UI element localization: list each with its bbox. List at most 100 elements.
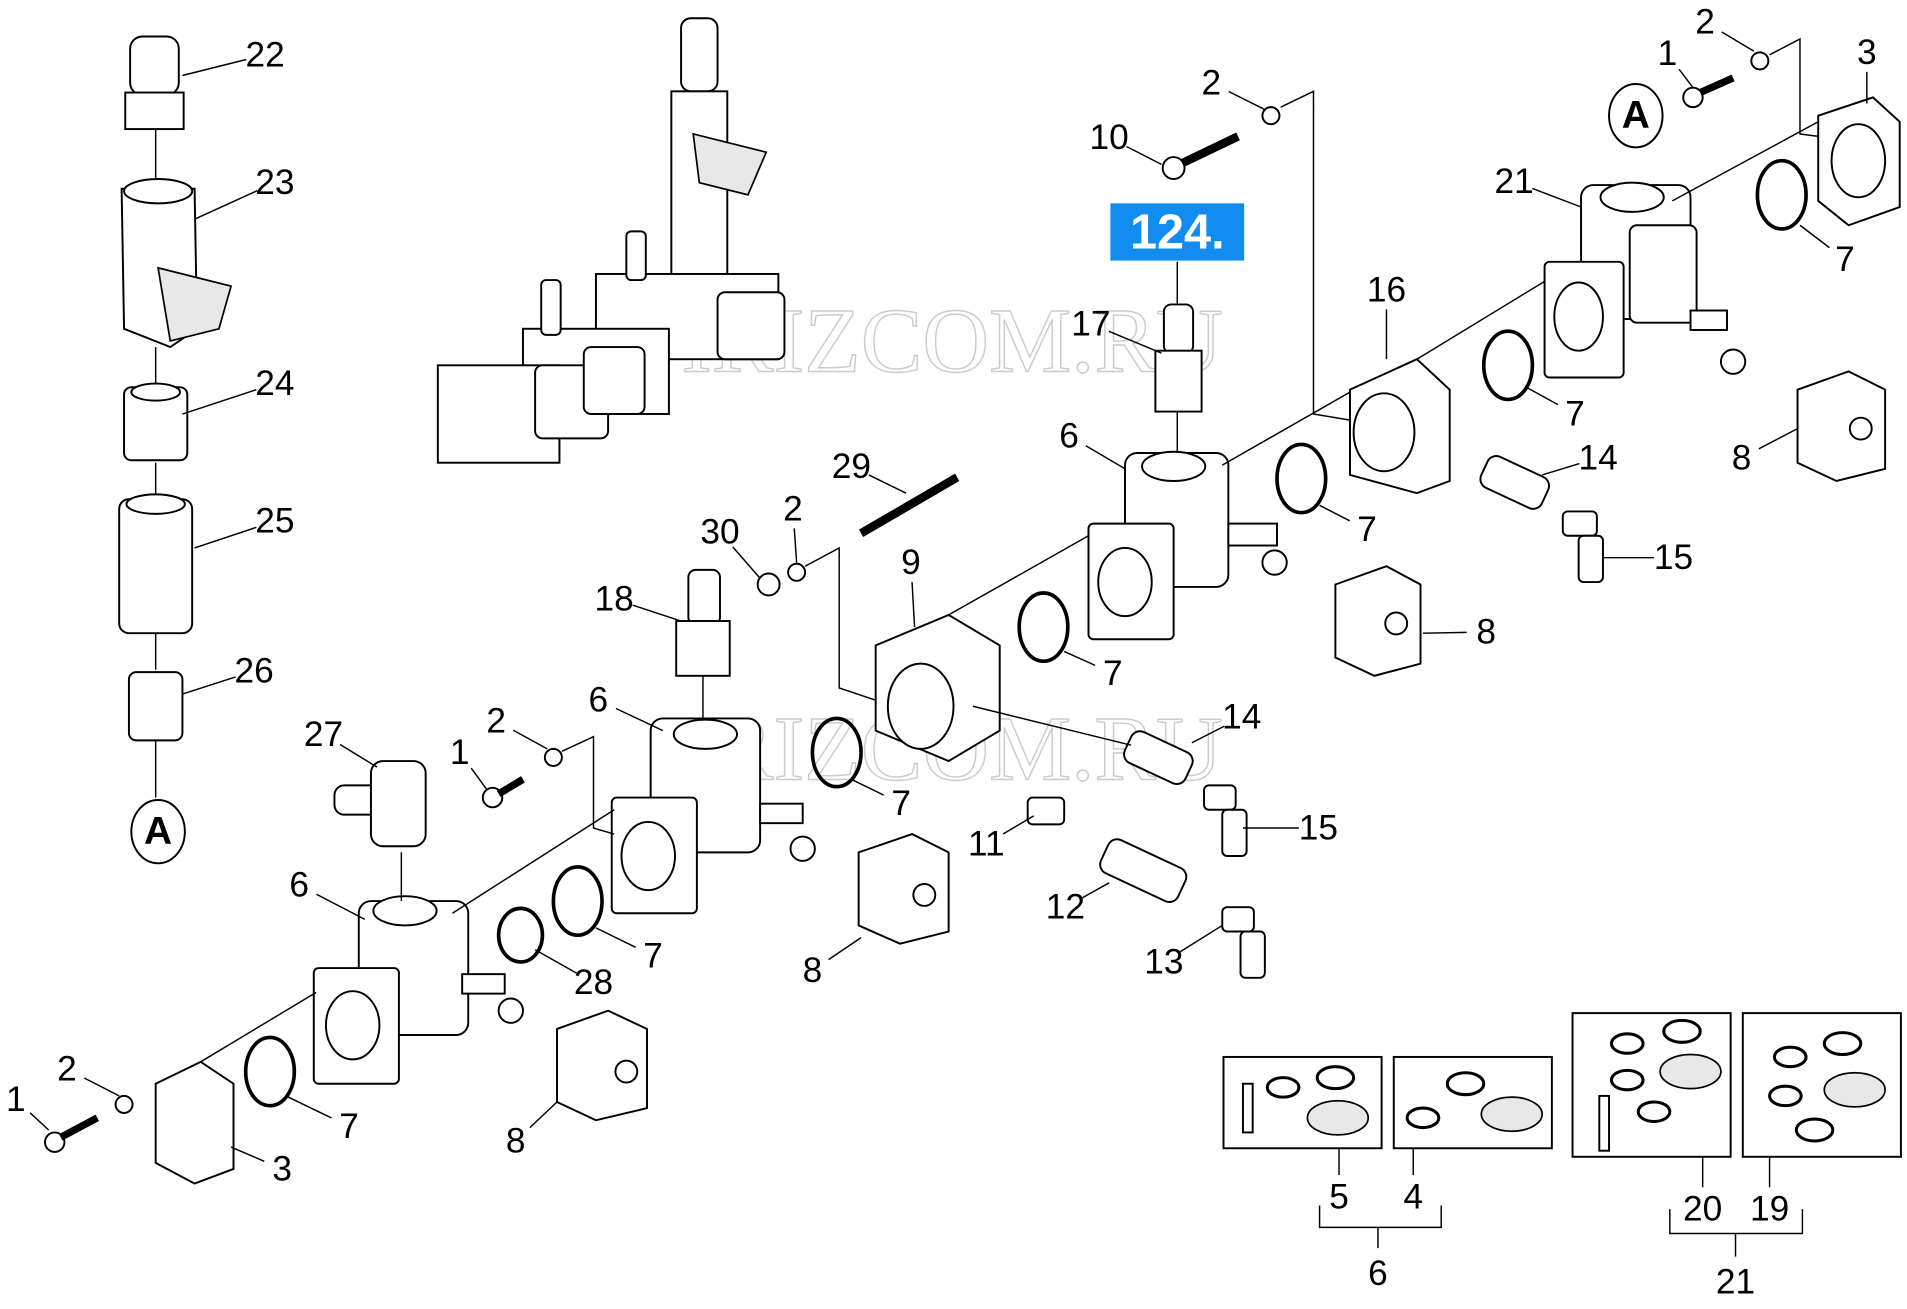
fitting-22: [124, 35, 185, 131]
callout-26: 26: [235, 651, 274, 690]
leader-line: [534, 949, 577, 974]
ring-28: [496, 906, 545, 964]
hose-nipple-18: [675, 568, 731, 677]
o-ring-7: [1017, 591, 1070, 664]
callout-21: 21: [1716, 1263, 1755, 1302]
coil-8: [857, 833, 950, 945]
callout-30: 30: [700, 513, 739, 552]
callout-17: 17: [1071, 304, 1110, 343]
leader-line: [316, 893, 366, 920]
callout-15: 15: [1654, 538, 1693, 577]
callout-21: 21: [1495, 162, 1534, 201]
svg-text:A: A: [144, 810, 172, 853]
leader-line: [793, 528, 798, 563]
adapter-14: [1479, 455, 1550, 510]
coil-8: [1334, 565, 1422, 677]
callout-5: 5: [1329, 1177, 1349, 1216]
callout-9: 9: [901, 543, 921, 582]
leader-line: [230, 1146, 265, 1162]
check-valve-25: [118, 493, 194, 635]
nipple-26: [127, 671, 184, 742]
nipple-24: [123, 382, 189, 462]
elbow-13: [1221, 906, 1266, 979]
callout-7: 7: [1835, 240, 1855, 279]
elbow-27: [333, 760, 427, 848]
o-ring-7: [810, 716, 863, 789]
leader-line: [1758, 427, 1798, 450]
callout-28: 28: [574, 963, 613, 1002]
valve-body-21: [1543, 181, 1747, 379]
spacer-block-16: [1349, 358, 1451, 495]
nut-30: [756, 572, 781, 597]
leader-line: [911, 581, 916, 628]
screw-1: [1682, 74, 1735, 109]
callout-23: 23: [255, 163, 294, 202]
callout-10: 10: [1090, 118, 1129, 157]
callout-16: 16: [1367, 270, 1406, 309]
leader-line: [1126, 145, 1162, 166]
leader-line: [868, 474, 907, 494]
o-ring-7: [243, 1035, 297, 1108]
o-ring-7: [551, 865, 604, 938]
leader-line: [285, 1095, 332, 1119]
leader-line: [529, 1101, 558, 1129]
callout-2: 2: [57, 1050, 77, 1089]
leader-line: [1422, 631, 1467, 634]
leader-line: [1228, 90, 1266, 111]
leader-line: [1085, 445, 1126, 470]
leader-line: [1063, 650, 1096, 667]
leader-line: [182, 58, 247, 77]
callout-22: 22: [246, 35, 285, 74]
svg-text:124.: 124.: [1130, 206, 1225, 260]
leader-line: [194, 526, 257, 549]
leader-line: [1319, 504, 1351, 522]
part-number-badge: 124.: [1110, 203, 1245, 261]
valve-body-6-upper: [1087, 450, 1288, 641]
callout-3: 3: [1857, 33, 1877, 72]
filter-12: [1099, 838, 1188, 903]
callout-29: 29: [832, 447, 871, 486]
leader-line: [632, 604, 682, 622]
kit-5: [1222, 1055, 1383, 1150]
screw-10: [1161, 132, 1240, 180]
kit-20: [1571, 1012, 1732, 1158]
callout-8: 8: [1732, 438, 1752, 477]
callout-13: 13: [1144, 942, 1183, 981]
leader-line: [1180, 924, 1223, 953]
leader-line: [182, 388, 257, 415]
callout-3: 3: [272, 1149, 292, 1188]
washer-2: [1750, 51, 1770, 71]
leader-line: [1002, 815, 1035, 835]
leader-line: [29, 1112, 50, 1131]
leader-line: [828, 937, 862, 961]
o-ring-7: [1755, 158, 1808, 231]
marker-a-right: A: [1608, 83, 1664, 149]
hose-nipple-17: [1154, 303, 1203, 413]
cover-3: [1817, 96, 1901, 227]
cover-3: [154, 1060, 235, 1185]
callout-2: 2: [1695, 2, 1715, 41]
leader-line: [1541, 462, 1580, 476]
callout-24: 24: [255, 364, 294, 403]
adapter-14: [1123, 730, 1194, 786]
marker-a-left: A: [130, 799, 186, 865]
callout-4: 4: [1403, 1177, 1423, 1216]
callout-6: 6: [589, 681, 609, 720]
washer-2: [787, 562, 807, 582]
elbow-15: [1203, 784, 1248, 857]
o-ring-7: [1481, 329, 1535, 402]
o-ring-7: [1275, 442, 1328, 515]
callout-25: 25: [255, 502, 294, 541]
nipple-11: [1026, 796, 1066, 826]
leader-line: [615, 707, 664, 732]
callout-14: 14: [1222, 698, 1261, 737]
rod-29: [858, 473, 960, 538]
leader-line: [470, 767, 488, 790]
screw-1: [44, 1114, 100, 1153]
leader-line: [595, 927, 636, 948]
block-9: [874, 613, 1001, 763]
callout-12: 12: [1046, 888, 1085, 927]
callout-1: 1: [1658, 34, 1678, 73]
leader-line: [194, 190, 258, 220]
